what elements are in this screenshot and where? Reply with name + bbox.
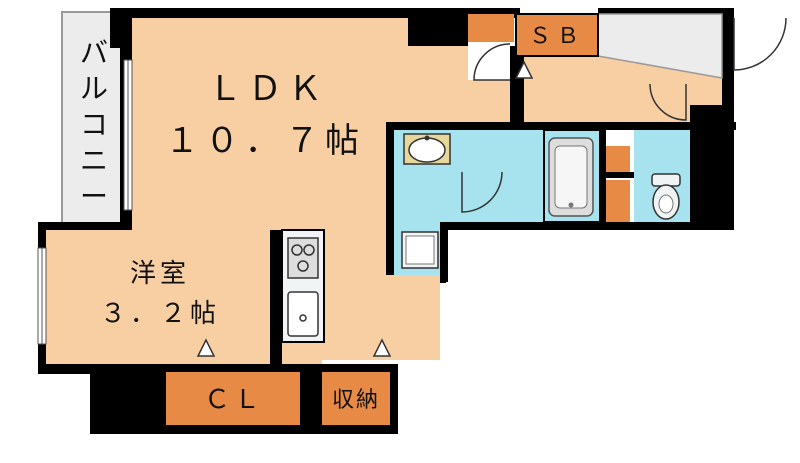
door-markers bbox=[196, 60, 534, 357]
storage-area bbox=[322, 372, 390, 425]
balcony-char-3: コ bbox=[80, 108, 108, 141]
ldk-label: ＬＤＫ １０．７帖 bbox=[165, 69, 365, 161]
washbasin-icon bbox=[403, 133, 451, 165]
shoe-box bbox=[515, 13, 599, 57]
door-swings bbox=[461, 17, 787, 213]
hallway-floor bbox=[524, 56, 722, 122]
western-room-size: ３．２帖 bbox=[100, 299, 220, 329]
ldk-name: ＬＤＫ bbox=[208, 69, 328, 109]
closet-area bbox=[166, 372, 300, 425]
balcony-char-5: ー bbox=[80, 180, 108, 213]
storage-label: 収納 bbox=[332, 388, 380, 413]
balcony-char-4: ニ bbox=[80, 144, 108, 177]
ldk-floor bbox=[132, 18, 510, 364]
western-room-floor bbox=[46, 230, 270, 364]
window-ldk bbox=[123, 59, 133, 211]
toilet-icon bbox=[651, 173, 681, 220]
western-room-name: 洋室 bbox=[130, 259, 190, 289]
stove-icon bbox=[287, 237, 319, 279]
ldk-size: １０．７帖 bbox=[165, 121, 365, 161]
shoe-box-label: ＳＢ bbox=[529, 24, 585, 49]
western-room-label: 洋室 ３．２帖 bbox=[100, 259, 220, 329]
bath-drain bbox=[568, 202, 574, 208]
balcony-char-1: バ bbox=[80, 36, 108, 69]
bathtub-inner bbox=[554, 145, 588, 209]
balcony-char-2: ル bbox=[80, 72, 108, 105]
closet-label: ＣＬ bbox=[204, 385, 264, 415]
utility-storage-1 bbox=[604, 146, 630, 172]
utility-storage-2 bbox=[604, 180, 630, 222]
washing-machine-icon bbox=[401, 231, 439, 269]
balcony-label: バ ル コ ニ ー bbox=[80, 36, 108, 213]
window-western bbox=[37, 247, 47, 345]
small-storage-top bbox=[468, 14, 514, 42]
kitchen-sink-icon bbox=[287, 291, 319, 337]
